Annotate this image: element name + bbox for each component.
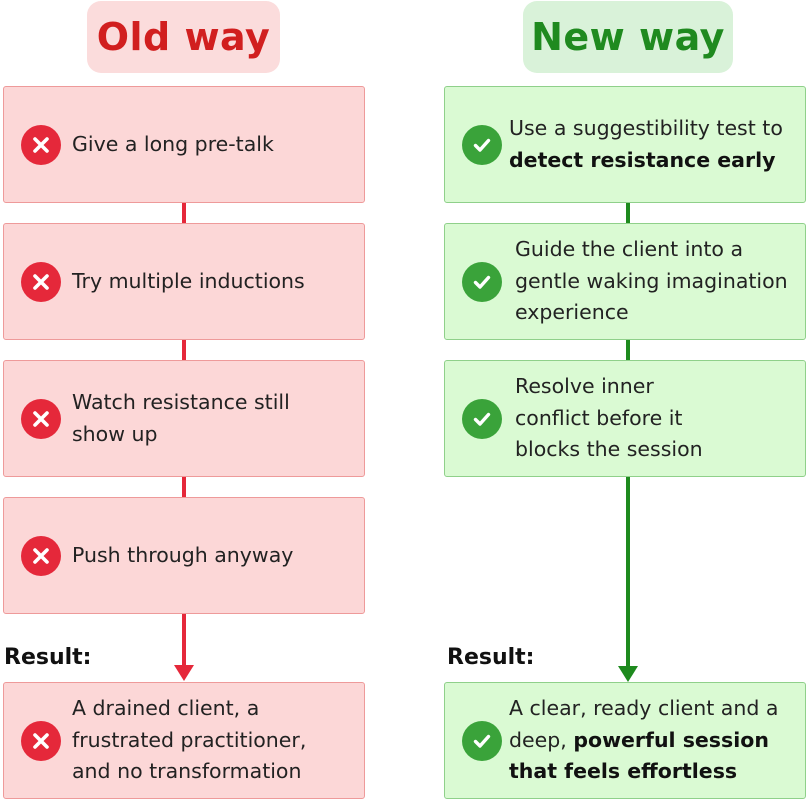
old-step-text: Try multiple inductions <box>72 268 305 293</box>
old-step-3: Watch resistance still show up <box>3 360 365 477</box>
new-result-plain: A clear, ready client and a deep, <box>509 696 779 752</box>
new-connector <box>626 339 630 360</box>
new-step-plain: Use a suggestibility test to <box>509 116 783 140</box>
old-step-1: Give a long pre-talk <box>3 86 365 203</box>
old-step-text: Watch resistance still show up <box>72 390 290 446</box>
new-step-text: Resolve inner conflict before it blocks … <box>515 374 703 461</box>
old-result-text: A drained client, a frustrated practitio… <box>72 696 307 783</box>
x-circle-icon <box>21 720 61 761</box>
old-step-2: Try multiple inductions <box>3 223 365 340</box>
check-circle-icon <box>462 124 502 165</box>
x-circle-icon <box>21 124 61 165</box>
check-circle-icon <box>462 720 502 761</box>
x-circle-icon <box>21 535 61 576</box>
old-way-title: Old way <box>87 1 280 73</box>
new-connector <box>626 202 630 223</box>
old-step-4: Push through anyway <box>3 497 365 614</box>
old-connector <box>182 339 186 360</box>
old-step-text: Push through anyway <box>72 542 294 567</box>
new-step-2: Guide the client into a gentle waking im… <box>444 223 806 340</box>
new-result-label: Result: <box>447 645 535 670</box>
new-step-bold: detect resistance early <box>509 147 776 172</box>
old-result-box: A drained client, a frustrated practitio… <box>3 682 365 799</box>
new-result-box: A clear, ready client and a deep, powerf… <box>444 682 806 799</box>
old-step-text: Give a long pre-talk <box>72 131 274 156</box>
check-circle-icon <box>462 261 502 302</box>
old-connector <box>182 202 186 223</box>
new-result-bold: powerful session that feels effortless <box>509 727 769 784</box>
old-result-label: Result: <box>4 645 92 670</box>
check-circle-icon <box>462 398 502 439</box>
x-circle-icon <box>21 261 61 302</box>
old-connector <box>182 476 186 498</box>
new-way-title: New way <box>523 1 733 73</box>
old-result-connector <box>182 613 186 669</box>
old-arrowhead <box>174 665 194 681</box>
new-step-text: Use a suggestibility test to detect resi… <box>509 113 799 176</box>
new-step-1: Use a suggestibility test to detect resi… <box>444 86 806 203</box>
new-result-text: A clear, ready client and a deep, powerf… <box>509 693 793 788</box>
new-step-3: Resolve inner conflict before it blocks … <box>444 360 806 477</box>
new-step-text: Guide the client into a gentle waking im… <box>515 237 788 324</box>
new-result-connector <box>626 476 630 670</box>
new-arrowhead <box>618 666 638 682</box>
x-circle-icon <box>21 398 61 439</box>
